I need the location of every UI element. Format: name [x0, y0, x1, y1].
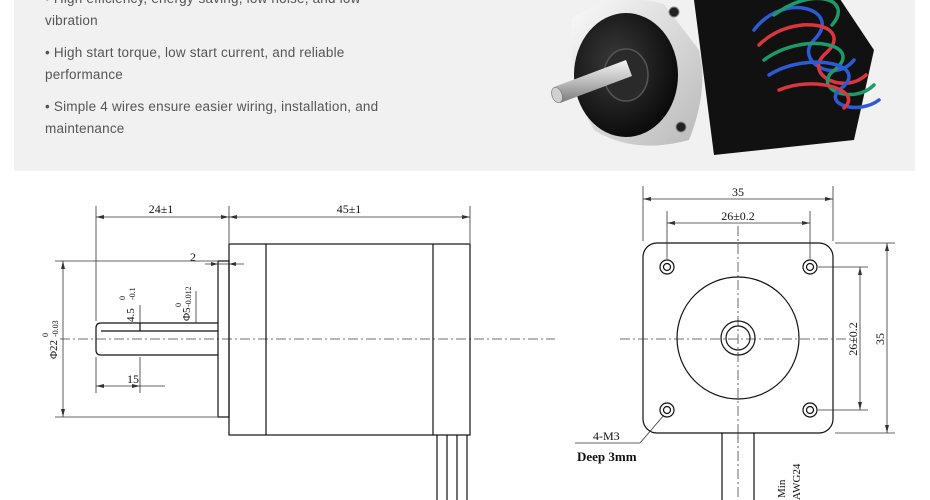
motor-body: [694, 0, 874, 155]
boss-circle: [676, 276, 800, 400]
arrow-icon: [96, 215, 104, 219]
motor-wires: [752, 0, 881, 110]
dim-flat-depth-tol2: -0.1: [128, 287, 137, 300]
arrow-icon: [667, 221, 675, 225]
mounting-hole-inner: [662, 262, 672, 272]
arrow-icon: [858, 402, 862, 410]
arrow-icon: [858, 267, 862, 275]
dim-shaft-dia: Φ5: [181, 307, 193, 321]
shaft-inner-circle: [725, 325, 751, 351]
front-view: 35 26±0.2 26±0.2 35 4-M3 Deep 3mm Min AW…: [575, 185, 895, 500]
feature-item-3: • Simple 4 wires ensure easier wiring, i…: [45, 96, 465, 140]
dim-width: 35: [732, 185, 744, 199]
stepper-motor-photo: [551, 0, 881, 155]
feature-item-2: • High start torque, low start current, …: [45, 42, 465, 86]
feature-1-line-1: • High efficiency, energy-saving, low no…: [45, 0, 465, 10]
feature-list: • High efficiency, energy-saving, low no…: [45, 0, 465, 150]
arrow-icon: [229, 262, 236, 266]
dim-boss-height: 2: [190, 250, 196, 264]
arrow-icon: [132, 384, 140, 388]
dimension-drawing: 24±1 45±1 2 4.5 0 -0.1 Φ5 0 -0.012 Φ22 0: [41, 185, 895, 500]
screw-icon: [668, 6, 680, 18]
dim-hole-spacing-v: 26±0.2: [846, 322, 860, 356]
feature-2-line-2: performance: [45, 67, 123, 82]
dim-flat-length: 15: [127, 372, 139, 386]
holes-label: 4-M3: [593, 429, 620, 443]
boss-outline: [217, 260, 230, 418]
feature-3-line-1: • Simple 4 wires ensure easier wiring, i…: [45, 99, 379, 114]
dim-boss-dia: Φ22: [48, 340, 60, 359]
arrow-icon: [229, 215, 237, 219]
leader-line: [639, 414, 665, 444]
mounting-hole: [802, 259, 818, 275]
arrow-icon: [96, 384, 104, 388]
shaft-outline: [95, 322, 218, 356]
mounting-hole-inner: [805, 262, 815, 272]
mounting-hole-inner: [662, 405, 672, 415]
arrow-icon: [61, 409, 65, 417]
mounting-hole: [802, 402, 818, 418]
dim-boss-dia-tol2: -0.03: [51, 320, 60, 337]
feature-item-1: • High efficiency, energy-saving, low no…: [45, 0, 465, 32]
feature-2-line-1: • High start torque, low start current, …: [45, 45, 345, 60]
mounting-hole-inner: [805, 405, 815, 415]
arrow-icon: [885, 243, 889, 251]
motor-body-outline: [228, 243, 471, 436]
motor-shaft: [554, 60, 632, 103]
arrow-icon: [61, 261, 65, 269]
side-view: 24±1 45±1 2 4.5 0 -0.1 Φ5 0 -0.012 Φ22 0: [41, 202, 555, 500]
arrow-icon: [643, 197, 651, 201]
dim-shaft-dia-tol: 0: [174, 303, 183, 307]
arrow-icon: [885, 425, 889, 433]
arrow-icon: [211, 262, 218, 266]
wire-gauge: AWG24: [791, 463, 803, 500]
feature-3-line-2: maintenance: [45, 121, 125, 136]
dim-flat-depth-tol: 0: [118, 296, 127, 300]
dim-shaft-length: 24±1: [149, 202, 174, 216]
feature-1-line-2: vibration: [45, 13, 98, 28]
mounting-holes: [659, 259, 818, 418]
arrow-icon: [462, 215, 470, 219]
features-banner: • High efficiency, energy-saving, low no…: [14, 0, 915, 171]
holes-depth: Deep 3mm: [577, 449, 637, 464]
arrow-icon: [221, 215, 229, 219]
shaft-circle: [720, 320, 756, 356]
mounting-hole: [659, 402, 675, 418]
dim-body-length: 45±1: [337, 202, 362, 216]
dim-hole-spacing-h: 26±0.2: [721, 209, 755, 223]
dim-height: 35: [873, 333, 887, 345]
mounting-hole: [659, 259, 675, 275]
arrow-icon: [825, 197, 833, 201]
shaft-tip: [551, 86, 563, 104]
dim-flat-depth: 4.5: [125, 308, 137, 322]
dim-shaft-dia-tol2: -0.012: [184, 286, 193, 307]
dim-boss-dia-tol: 0: [41, 333, 50, 337]
arrow-icon: [802, 221, 810, 225]
lead-length: Min: [776, 479, 788, 498]
screw-icon: [675, 121, 687, 133]
